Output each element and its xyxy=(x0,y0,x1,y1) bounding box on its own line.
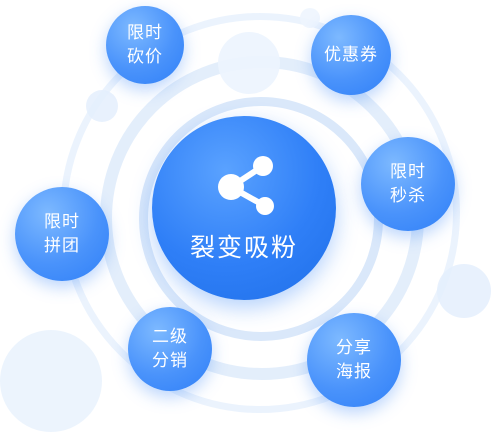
decorative-bubble xyxy=(300,8,320,28)
bubble-flash-sale[interactable]: 限时 秒杀 xyxy=(361,137,455,231)
center-hub xyxy=(152,116,336,300)
decorative-bubble xyxy=(0,330,102,432)
bubble-two-level-distribution[interactable]: 二级 分销 xyxy=(128,307,212,391)
center-label: 裂变吸粉 xyxy=(189,233,298,262)
bubble-label-line1: 限时 xyxy=(127,23,163,43)
decorative-bubble xyxy=(86,90,118,122)
share-icon xyxy=(218,156,274,215)
bubble-limited-bargain[interactable]: 限时 砍价 xyxy=(106,6,184,84)
bubble-label-line1: 分享 xyxy=(336,338,372,358)
bubble-label-line1: 二级 xyxy=(152,327,188,347)
bubble-label-line2: 砍价 xyxy=(127,47,163,67)
bubble-label-line1: 限时 xyxy=(44,212,80,232)
bubble-label-line1: 限时 xyxy=(390,162,426,182)
bubble-label-line1: 优惠券 xyxy=(324,45,378,65)
bubble-coupon[interactable]: 优惠券 xyxy=(311,15,391,95)
decorative-bubble xyxy=(437,264,491,318)
bubble-label-line2: 秒杀 xyxy=(390,186,426,206)
bubble-label-line2: 分销 xyxy=(152,351,188,371)
decorative-bubble xyxy=(218,32,280,94)
bubble-group-buy[interactable]: 限时 拼团 xyxy=(15,187,109,281)
bubble-label-line2: 拼团 xyxy=(44,236,80,256)
bubble-label-line2: 海报 xyxy=(336,362,372,382)
bubble-share-poster[interactable]: 分享 海报 xyxy=(307,313,401,407)
